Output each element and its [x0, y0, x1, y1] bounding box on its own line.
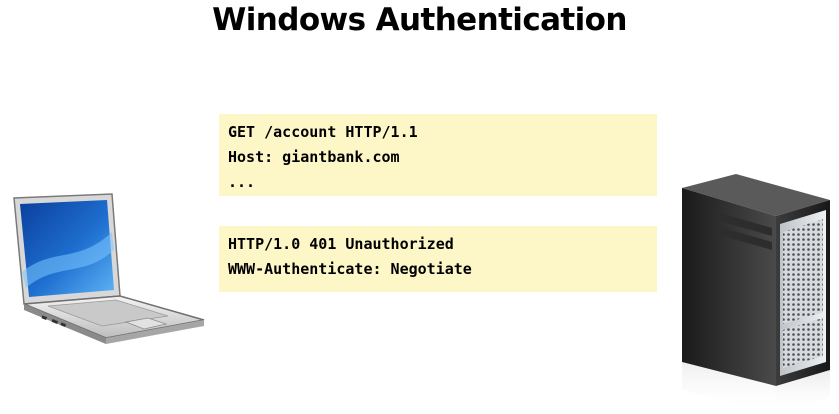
response-auth-header: WWW-Authenticate: Negotiate	[228, 260, 472, 278]
response-status-line: HTTP/1.0 401 Unauthorized	[228, 235, 454, 253]
laptop-icon	[13, 193, 205, 344]
page-title: Windows Authentication	[212, 2, 627, 38]
request-host-header: Host: giantbank.com	[228, 148, 400, 166]
request-ellipsis: ...	[228, 173, 256, 191]
server-tower-icon	[682, 174, 830, 414]
http-response-message: HTTP/1.0 401 Unauthorized WWW-Authentica…	[219, 226, 657, 292]
http-request-message: GET /account HTTP/1.1 Host: giantbank.co…	[219, 114, 657, 196]
request-line: GET /account HTTP/1.1	[228, 123, 418, 141]
